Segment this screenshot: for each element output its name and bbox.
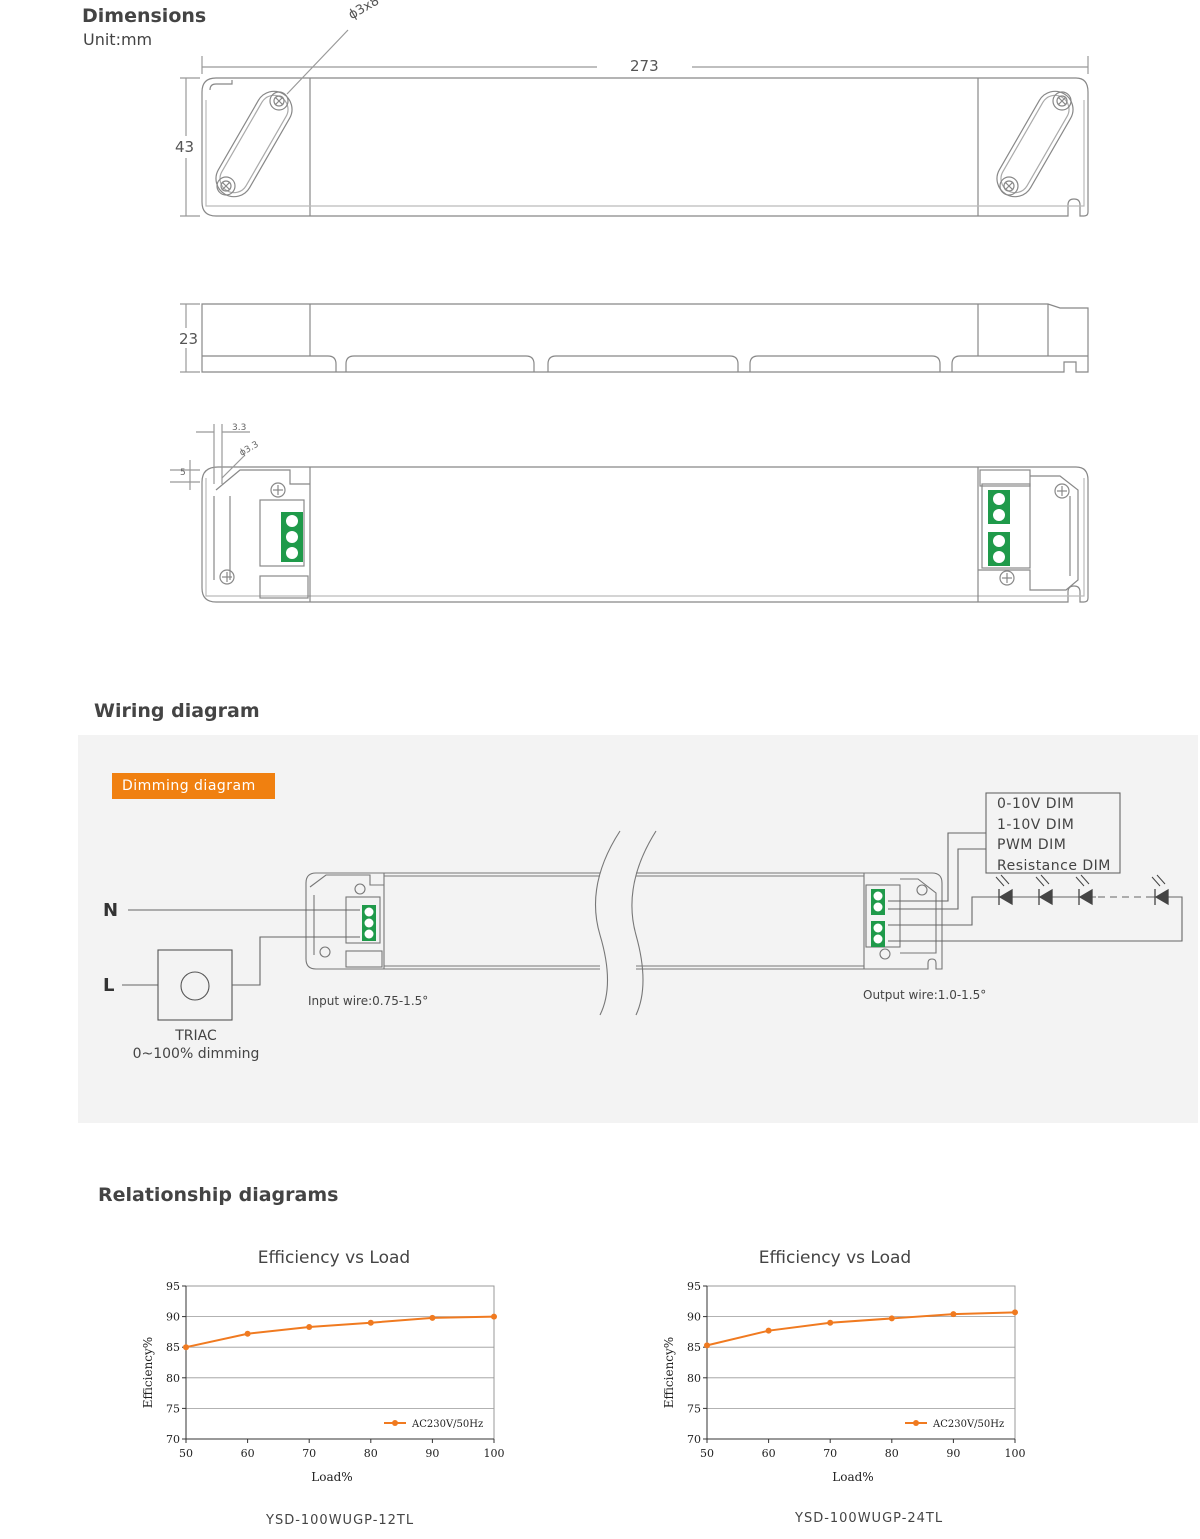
length-label: 273 [630,57,659,75]
y-tick-label: 90 [166,1311,180,1324]
neutral-label: N [103,900,119,921]
dim-options-list: 0-10V DIM 1-10V DIM PWM DIM Resistance D… [997,794,1111,876]
x-tick-label: 100 [484,1447,505,1460]
data-point [429,1314,436,1321]
plot-frame [706,1285,1016,1440]
y-tick-label: 90 [687,1311,701,1324]
bottom-view-input-terminal [281,512,303,562]
data-point [244,1330,251,1337]
x-tick-label: 80 [364,1447,378,1460]
y-axis-label: Efficiency% [141,1337,155,1408]
x-tick-label: 90 [946,1447,960,1460]
y-tick-label: 95 [166,1280,180,1293]
data-point [491,1313,497,1320]
y-tick-label: 85 [166,1341,180,1354]
wiring-input-terminal [362,905,376,941]
wiring-drawing [122,792,1183,1021]
dimensions-unit: Unit:mm [83,30,153,49]
y-tick-label: 75 [166,1402,180,1415]
dim-option: 1-10V DIM [997,816,1075,833]
top-height-label: 43 [175,138,195,156]
dimming-badge: Dimming diagram [112,773,275,799]
y-tick-label: 95 [687,1280,701,1293]
series-line [706,1311,1016,1347]
legend-marker [392,1420,398,1426]
legend-label: AC230V/50Hz [411,1419,483,1430]
wiring-title: Wiring diagram [94,700,260,722]
relationship-title: Relationship diagrams [98,1184,339,1206]
data-point [765,1327,772,1334]
chart-2-model: YSD-100WUGP-24TL [795,1511,944,1526]
y-tick-label: 75 [687,1402,701,1415]
x-tick-label: 60 [241,1447,255,1460]
y-axis-label: Efficiency% [662,1337,676,1408]
chart-1-model: YSD-100WUGP-12TL [266,1513,415,1528]
y-tick-label: 70 [166,1433,180,1446]
x-tick-label: 50 [179,1447,193,1460]
side-view-outline [201,303,1089,373]
dimensions-drawing [170,29,1089,603]
data-point [1012,1309,1018,1316]
x-axis-label: Load% [311,1470,352,1484]
legend-marker [913,1420,919,1426]
chart-2-title: Efficiency vs Load [758,1248,912,1268]
data-point [827,1319,834,1326]
dimensions-title: Dimensions [82,5,207,27]
wiring-output-terminal [871,889,885,947]
offset-x-label: 3.3 [232,423,247,433]
triac-caption: TRIAC 0~100% dimming [130,1027,262,1063]
x-tick-label: 70 [823,1447,837,1460]
x-tick-label: 50 [700,1447,714,1460]
dim-option: Resistance DIM [997,857,1111,874]
x-tick-label: 70 [302,1447,316,1460]
data-point [367,1319,374,1326]
live-label: L [103,975,115,996]
y-tick-label: 80 [166,1372,180,1385]
data-point [306,1324,313,1331]
x-tick-label: 100 [1005,1447,1026,1460]
wiring-panel [78,735,1198,1123]
bottom-view-output-terminal [988,490,1010,566]
x-axis-label: Load% [832,1470,873,1484]
bottom-view-outline [201,466,1089,603]
data-point [704,1342,710,1349]
offset-y-label: 5 [180,468,186,478]
y-tick-label: 80 [687,1372,701,1385]
x-tick-label: 90 [425,1447,439,1460]
data-point [950,1311,957,1318]
y-tick-label: 70 [687,1433,701,1446]
series-line [185,1315,495,1349]
led-chain [995,874,1169,906]
dim-option: PWM DIM [997,837,1067,853]
triac-caption-line1: TRIAC [175,1028,217,1044]
legend-label: AC230V/50Hz [932,1419,1004,1430]
side-height-label: 23 [179,330,199,348]
data-point [888,1315,895,1322]
plot-frame [185,1285,495,1440]
triac-caption-line2: 0~100% dimming [132,1046,260,1062]
output-wire-caption: Output wire:1.0-1.5° [863,988,987,1002]
data-point [183,1344,189,1351]
top-view-outline [201,77,1089,217]
x-tick-label: 80 [885,1447,899,1460]
x-tick-label: 60 [762,1447,776,1460]
dim-option: 0-10V DIM [997,796,1075,812]
chart-1-title: Efficiency vs Load [257,1248,411,1268]
y-tick-label: 85 [687,1341,701,1354]
input-wire-caption: Input wire:0.75-1.5° [308,994,429,1008]
